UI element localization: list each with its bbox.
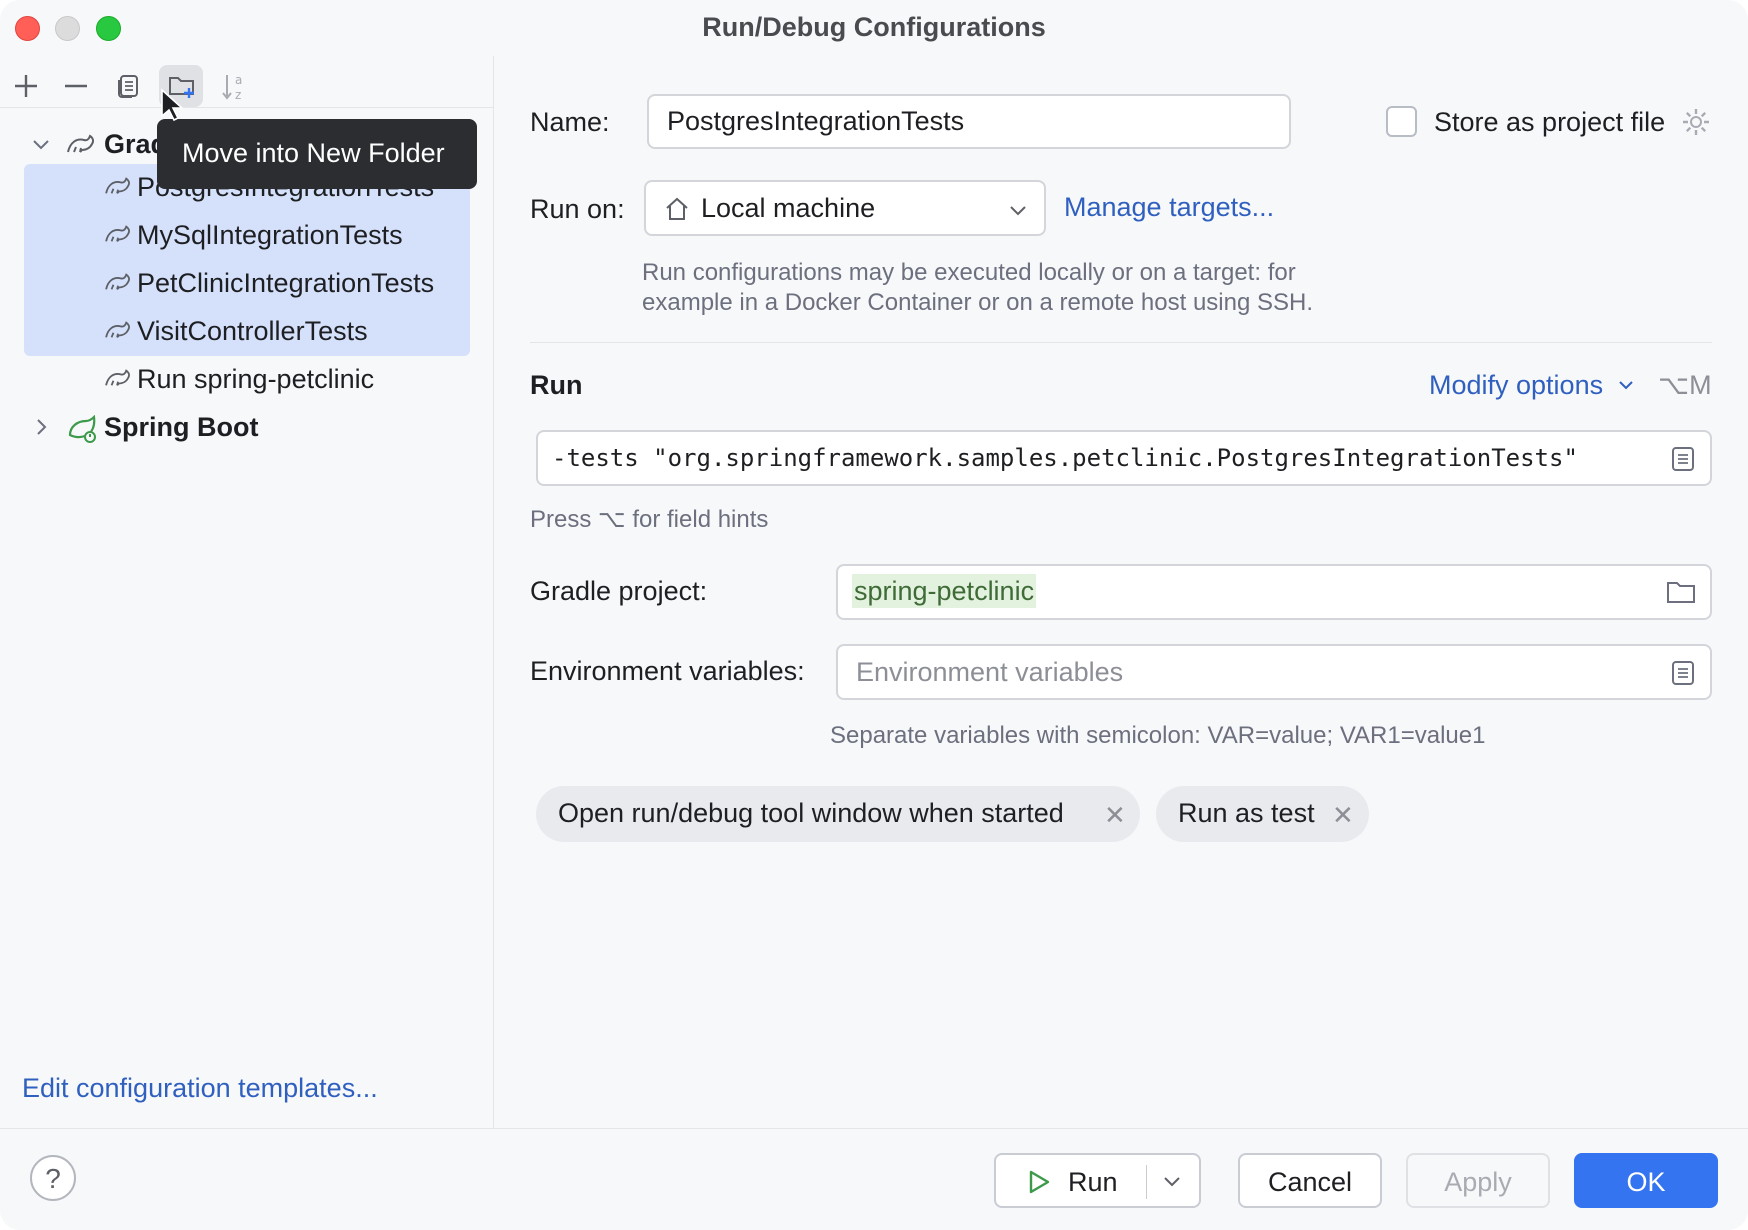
name-label: Name: xyxy=(530,107,610,137)
add-configuration-button[interactable] xyxy=(4,65,48,107)
zoom-window-button[interactable] xyxy=(96,16,121,41)
edit-configuration-templates-link[interactable]: Edit configuration templates... xyxy=(22,1073,378,1103)
gradle-icon xyxy=(105,225,130,242)
svg-text:z: z xyxy=(235,88,241,102)
copy-icon xyxy=(118,75,138,98)
title-bar: Run/Debug Configurations xyxy=(0,0,1748,56)
chip-label: Run as test xyxy=(1178,798,1315,828)
run-split-button[interactable]: Run xyxy=(994,1153,1201,1208)
window-title: Run/Debug Configurations xyxy=(702,12,1046,42)
gear-icon[interactable] xyxy=(1680,106,1712,138)
svg-text:a: a xyxy=(235,73,242,87)
toolbar-divider xyxy=(0,107,494,108)
modify-options-link[interactable]: Modify options xyxy=(1429,370,1635,401)
modify-options-shortcut: ⌥M xyxy=(1658,370,1712,400)
tree-item-label: VisitControllerTests xyxy=(137,316,368,346)
expand-text-icon[interactable] xyxy=(1670,446,1696,472)
sort-alpha-icon: az xyxy=(222,73,242,102)
modify-options-label: Modify options xyxy=(1429,370,1604,400)
run-button-label: Run xyxy=(1068,1167,1118,1197)
command-line-value: -tests "org.springframework.samples.petc… xyxy=(552,444,1578,472)
name-input[interactable]: PostgresIntegrationTests xyxy=(647,94,1291,149)
help-button[interactable]: ? xyxy=(30,1155,76,1201)
chevron-down-icon xyxy=(1618,381,1633,390)
chevron-down-icon xyxy=(1010,206,1026,216)
close-icon[interactable]: ✕ xyxy=(1332,800,1354,830)
tree-item-visitcontroller[interactable]: VisitControllerTests xyxy=(24,307,470,355)
tree-item-run-spring-petclinic[interactable]: Run spring-petclinic xyxy=(24,355,470,403)
close-icon[interactable]: ✕ xyxy=(1104,800,1126,830)
cancel-button[interactable]: Cancel xyxy=(1238,1153,1382,1208)
chevron-down-icon[interactable] xyxy=(1162,1173,1182,1191)
run-section-title: Run xyxy=(530,370,583,400)
configurations-sidebar: az Grad PostgresIntegrationTests MySqlIn… xyxy=(0,56,494,1128)
apply-button[interactable]: Apply xyxy=(1406,1153,1550,1208)
tree-item-petclinic[interactable]: PetClinicIntegrationTests xyxy=(24,259,470,307)
minus-icon xyxy=(65,84,87,88)
plus-icon xyxy=(15,75,37,97)
run-on-select[interactable]: Local machine xyxy=(644,180,1046,236)
option-chip-run-as-test[interactable]: Run as test ✕ xyxy=(1156,786,1369,842)
chevron-down-icon xyxy=(33,140,49,150)
copy-configuration-button[interactable] xyxy=(106,65,150,107)
run-on-hint-line-1: Run configurations may be executed local… xyxy=(642,259,1296,286)
minimize-window-button[interactable] xyxy=(55,16,80,41)
run-on-label: Run on: xyxy=(530,194,625,224)
field-hints-text: Press ⌥ for field hints xyxy=(530,506,769,533)
section-divider xyxy=(530,342,1712,343)
tree-group-spring-boot[interactable]: Spring Boot xyxy=(24,403,470,451)
tree-item-label: PetClinicIntegrationTests xyxy=(137,268,435,298)
store-as-project-file-checkbox[interactable] xyxy=(1386,106,1417,137)
folder-icon[interactable] xyxy=(1666,579,1696,605)
play-icon xyxy=(1029,1170,1050,1194)
tree-group-gradle[interactable]: Grad xyxy=(24,120,470,168)
gradle-icon xyxy=(105,177,130,194)
close-window-button[interactable] xyxy=(15,16,40,41)
environment-variables-input[interactable]: Environment variables xyxy=(836,644,1712,700)
tree-item-mysql[interactable]: MySqlIntegrationTests xyxy=(24,211,470,259)
tree-group-label: Spring Boot xyxy=(104,412,259,442)
environment-variables-placeholder: Environment variables xyxy=(856,657,1124,687)
selection-highlight xyxy=(24,164,470,356)
run-on-value: Local machine xyxy=(701,193,876,223)
split-divider xyxy=(1146,1165,1147,1199)
spring-boot-icon xyxy=(68,415,96,443)
command-line-input[interactable]: -tests "org.springframework.samples.petc… xyxy=(536,430,1712,486)
gradle-project-input[interactable]: spring-petclinic xyxy=(836,564,1712,620)
chevron-right-icon xyxy=(37,419,47,435)
gradle-icon xyxy=(105,369,130,386)
gradle-icon xyxy=(105,321,130,338)
gradle-project-label: Gradle project: xyxy=(530,576,708,606)
configuration-editor: Name: PostgresIntegrationTests Store as … xyxy=(494,56,1748,1128)
tree-item-label: Run spring-petclinic xyxy=(137,364,375,394)
run-on-hint-line-2: example in a Docker Container or on a re… xyxy=(642,289,1314,316)
new-folder-icon xyxy=(169,77,194,98)
tree-item-label: MySqlIntegrationTests xyxy=(137,220,403,250)
store-as-project-file-label: Store as project file xyxy=(1434,107,1666,137)
move-into-new-folder-button[interactable] xyxy=(159,65,203,107)
chip-label: Open run/debug tool window when started xyxy=(558,798,1064,828)
expand-text-icon[interactable] xyxy=(1670,660,1696,686)
gradle-icon xyxy=(67,134,95,153)
environment-variables-hint: Separate variables with semicolon: VAR=v… xyxy=(830,722,1486,749)
remove-configuration-button[interactable] xyxy=(54,65,98,107)
manage-targets-link[interactable]: Manage targets... xyxy=(1064,192,1275,222)
ok-button[interactable]: OK xyxy=(1574,1153,1718,1208)
gradle-icon xyxy=(105,273,130,290)
dialog-footer: ? Run Cancel Apply OK xyxy=(0,1128,1748,1230)
environment-variables-label: Environment variables: xyxy=(530,656,805,686)
gradle-project-value: spring-petclinic xyxy=(852,574,1037,608)
tree-group-label: Grad xyxy=(104,129,168,159)
mouse-cursor-icon xyxy=(161,88,184,122)
option-chip-open-tool-window[interactable]: Open run/debug tool window when started … xyxy=(536,786,1140,842)
home-icon xyxy=(666,197,688,220)
tooltip: Move into New Folder xyxy=(157,119,477,189)
